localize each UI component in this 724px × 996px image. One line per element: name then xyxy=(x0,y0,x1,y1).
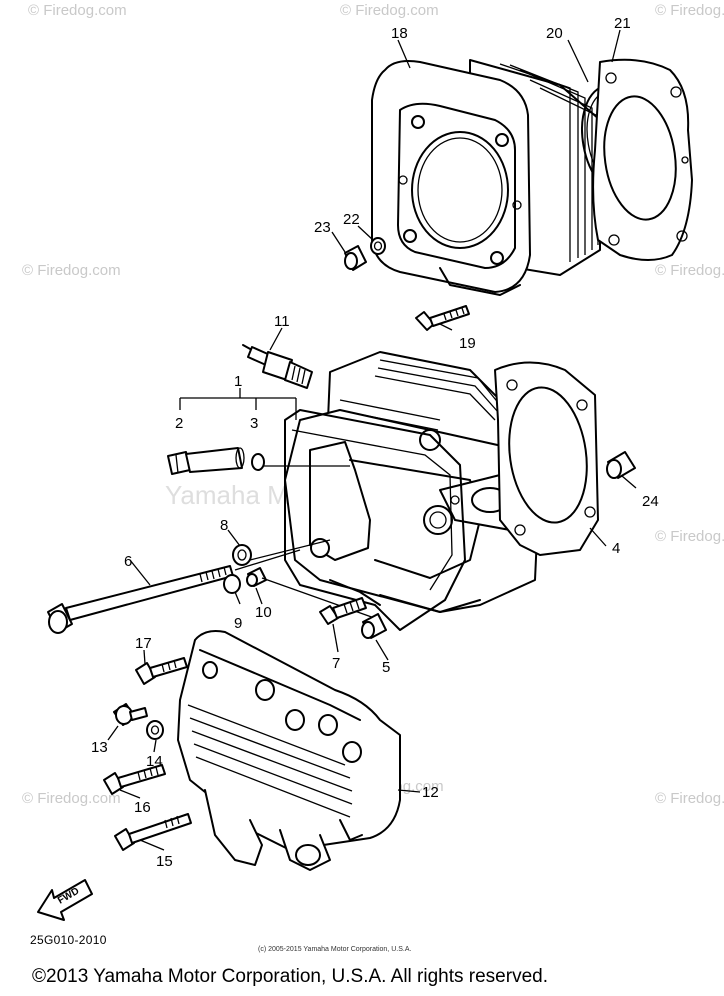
washer-8 xyxy=(232,544,252,566)
callout-11: 11 xyxy=(274,313,290,330)
bolt-15 xyxy=(114,813,192,851)
dowel-pin-23 xyxy=(344,245,367,271)
callout-1: 1 xyxy=(234,373,242,390)
callout-13: 13 xyxy=(91,739,108,756)
alignment-line-a xyxy=(249,539,331,561)
dowel-pin-24 xyxy=(606,451,636,479)
callout-4: 4 xyxy=(612,540,620,557)
gasket-assembly xyxy=(284,409,466,631)
callout-7: 7 xyxy=(332,655,340,672)
guide-clip xyxy=(251,453,265,471)
o-ring-9 xyxy=(223,574,241,594)
cylinder xyxy=(371,59,601,296)
cylinder-head-cover xyxy=(177,630,401,871)
bolt-16 xyxy=(103,764,166,795)
callout-8: 8 xyxy=(220,517,228,534)
bolt-13 xyxy=(113,703,148,726)
watermark-top-mid: © Firedog.com xyxy=(340,2,439,19)
cylinder-gasket xyxy=(592,58,693,261)
callout-18: 18 xyxy=(391,25,408,42)
dowel-pin-5 xyxy=(361,613,387,639)
o-ring-22 xyxy=(370,237,386,255)
watermark-top-left: © Firedog.com xyxy=(28,2,127,19)
dowel-pin-10 xyxy=(246,567,267,587)
bolt-17 xyxy=(135,657,188,685)
callout-9: 9 xyxy=(234,615,242,632)
callout-12: 12 xyxy=(422,784,439,801)
callout-16: 16 xyxy=(134,799,151,816)
bracket-1 xyxy=(179,388,297,420)
head-gasket xyxy=(494,361,599,556)
leader-lines xyxy=(107,29,637,851)
callout-10: 10 xyxy=(255,604,272,621)
part-code: 25G010-2010 xyxy=(30,933,107,947)
callout-22: 22 xyxy=(343,211,360,228)
callout-19: 19 xyxy=(459,335,476,352)
footer-copyright: ©2013 Yamaha Motor Corporation, U.S.A. A… xyxy=(32,966,548,987)
washer-14 xyxy=(146,720,164,740)
bolt-7 xyxy=(319,597,367,625)
callout-15: 15 xyxy=(156,853,173,870)
callout-numbers: 18 20 21 23 22 19 11 1 2 3 24 8 6 4 10 9… xyxy=(91,15,659,870)
small-copyright: (c) 2005-2015 Yamaha Motor Corporation, … xyxy=(258,946,412,953)
callout-23: 23 xyxy=(314,219,331,236)
valve-guide xyxy=(167,447,245,475)
alignment-line-b xyxy=(261,577,381,621)
callout-5: 5 xyxy=(382,659,390,676)
head-bolt-6 xyxy=(47,549,301,634)
watermark-right-mid: © Firedog.com xyxy=(655,528,724,545)
watermark-left-lower: © Firedog.com xyxy=(22,790,121,807)
bolt-19 xyxy=(415,305,470,331)
callout-17: 17 xyxy=(135,635,152,652)
callout-6: 6 xyxy=(124,553,132,570)
watermark-right-lower: © Firedog.com xyxy=(655,790,724,807)
callout-14: 14 xyxy=(146,753,163,770)
watermark-right-upper: © Firedog.com xyxy=(655,262,724,279)
forward-arrow-icon: FWD xyxy=(37,879,93,921)
callout-2: 2 xyxy=(175,415,183,432)
callout-3: 3 xyxy=(250,415,258,432)
watermark-left-upper: © Firedog.com xyxy=(22,262,121,279)
watermark-top-right: © Firedog.com xyxy=(655,2,724,19)
callout-20: 20 xyxy=(546,25,563,42)
callout-24: 24 xyxy=(642,493,659,510)
callout-21: 21 xyxy=(614,15,631,32)
spark-plug xyxy=(242,344,313,389)
